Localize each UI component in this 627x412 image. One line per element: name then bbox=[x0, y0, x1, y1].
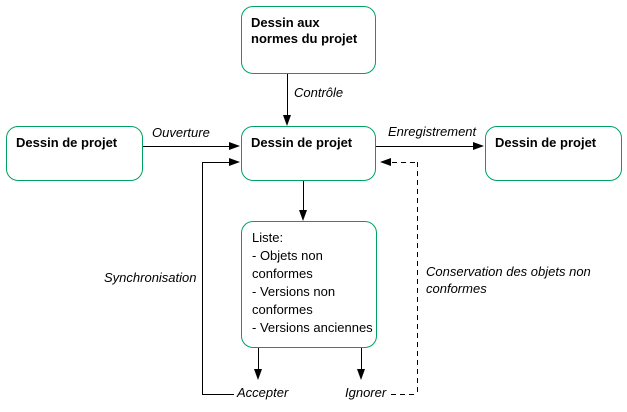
enregistrement-arrow-line bbox=[376, 146, 473, 147]
controle-arrowhead-down-icon bbox=[283, 115, 291, 126]
ouverture-arrowhead-right-icon bbox=[229, 142, 240, 150]
label-accepter: Accepter bbox=[237, 385, 289, 400]
label-enregistrement: Enregistrement bbox=[388, 124, 477, 139]
conservation-bottom-dashed-line bbox=[391, 394, 418, 395]
list-item: - Versions anciennes bbox=[252, 320, 373, 335]
working-to-list-line bbox=[303, 181, 304, 210]
box-saved-label: Dessin de projet bbox=[495, 135, 597, 150]
ignorer-arrow-line bbox=[361, 348, 362, 369]
accepter-arrowhead-down-icon bbox=[254, 369, 262, 380]
label-conservation: Conservation des objets non conformes bbox=[426, 264, 591, 296]
label-synchronisation: Synchronisation bbox=[104, 270, 197, 285]
conservation-arrowhead-left-icon bbox=[380, 158, 391, 166]
box-working-label: Dessin de projet bbox=[251, 135, 353, 150]
list-item: - Objets non conformes bbox=[252, 248, 323, 281]
list-title: Liste: bbox=[252, 230, 284, 245]
label-ouverture: Ouverture bbox=[152, 125, 210, 140]
label-controle: Contrôle bbox=[294, 85, 344, 100]
working-to-list-arrowhead-down-icon bbox=[299, 210, 307, 221]
conservation-vertical-dashed-line bbox=[417, 162, 418, 395]
conservation-top-dashed-line bbox=[392, 162, 418, 163]
box-saved-project-drawing: Dessin de projet bbox=[485, 126, 622, 181]
box-standards-label: Dessin aux normes du projet bbox=[251, 15, 358, 46]
synchronisation-vertical-line bbox=[202, 162, 203, 395]
controle-arrow-line bbox=[287, 74, 288, 115]
box-source-project-drawing: Dessin de projet bbox=[6, 126, 143, 181]
ouverture-arrow-line bbox=[143, 146, 230, 147]
synchronisation-top-line bbox=[202, 162, 229, 163]
enregistrement-arrowhead-right-icon bbox=[473, 142, 484, 150]
list-item: - Versions non conformes bbox=[252, 284, 336, 317]
synchronisation-bottom-line bbox=[202, 394, 234, 395]
synchronisation-arrowhead-right-icon bbox=[229, 158, 240, 166]
accepter-arrow-line bbox=[258, 348, 259, 369]
box-working-project-drawing: Dessin de projet bbox=[241, 126, 376, 181]
ignorer-arrowhead-down-icon bbox=[357, 369, 365, 380]
box-source-label: Dessin de projet bbox=[16, 135, 118, 150]
box-nonconforming-list: Liste: - Objets non conformes - Versions… bbox=[241, 221, 377, 348]
box-standards-drawing: Dessin aux normes du projet bbox=[241, 6, 376, 74]
label-ignorer: Ignorer bbox=[345, 385, 387, 400]
